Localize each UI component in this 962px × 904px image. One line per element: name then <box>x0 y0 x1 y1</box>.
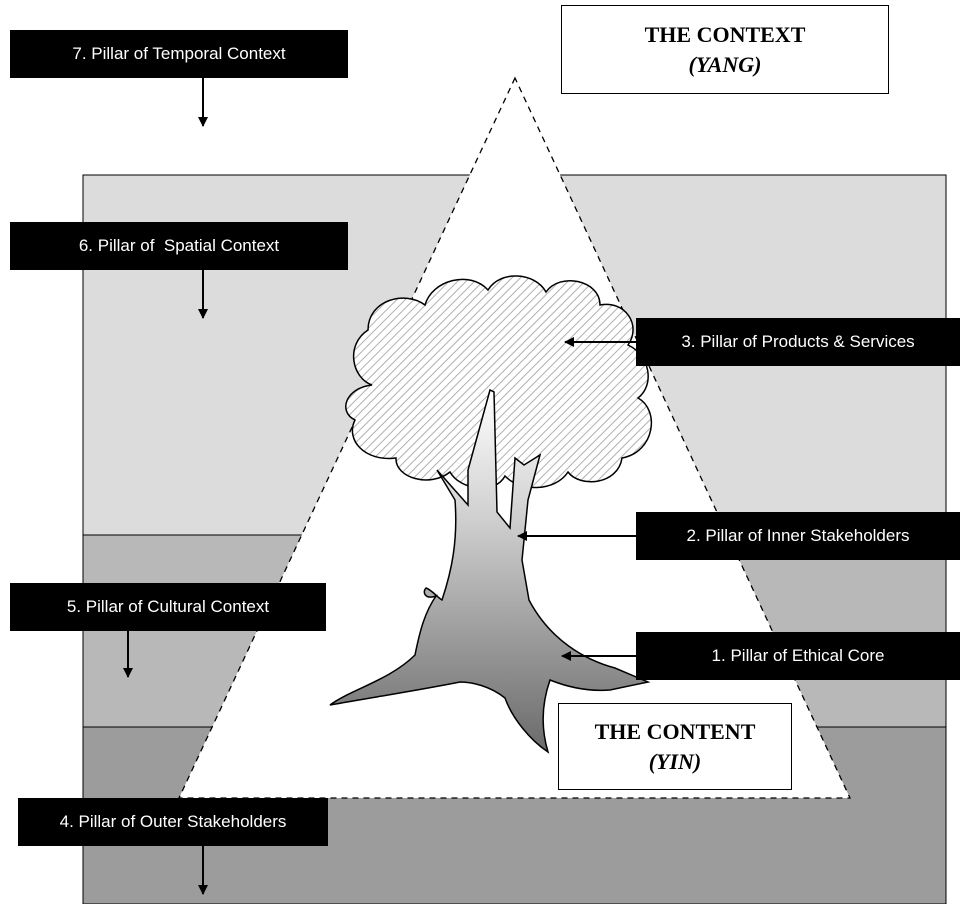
content-title: THE CONTENT <box>594 718 756 744</box>
pillar-4-outer-label: 4. Pillar of Outer Stakeholders <box>18 798 328 846</box>
content-subtitle: (YIN) <box>648 748 702 774</box>
pillar-1-ethical-label: 1. Pillar of Ethical Core <box>636 632 960 680</box>
tree-trunk <box>329 388 651 754</box>
pillar-7-temporal-label: 7. Pillar of Temporal Context <box>10 30 348 78</box>
pillar-3-products-label: 3. Pillar of Products & Services <box>636 318 960 366</box>
pillar-2-inner-label: 2. Pillar of Inner Stakeholders <box>636 512 960 560</box>
context-subtitle: (YANG) <box>688 51 762 77</box>
context-title: THE CONTEXT <box>644 21 806 47</box>
tree-crown <box>345 275 652 489</box>
pillar-6-spatial-label: 6. Pillar of Spatial Context <box>10 222 348 270</box>
content-title-box: THE CONTENT (YIN) <box>558 703 792 790</box>
pillar-5-cultural-label: 5. Pillar of Cultural Context <box>10 583 326 631</box>
context-title-box: THE CONTEXT (YANG) <box>561 5 889 94</box>
